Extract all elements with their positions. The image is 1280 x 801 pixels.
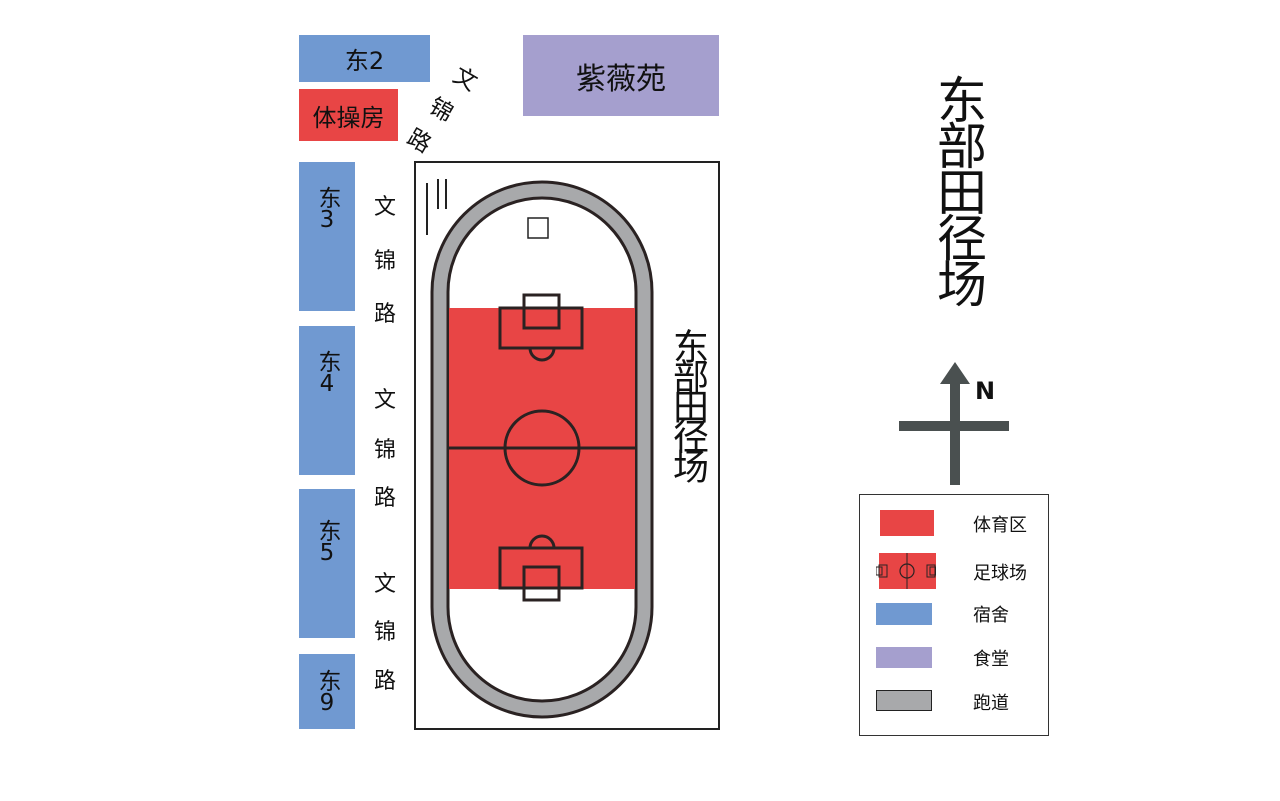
building-dong3: 东3 bbox=[299, 162, 355, 311]
legend: 体育区 足球场 宿舍 食堂 跑道 bbox=[859, 494, 1049, 736]
building-gym: 体操房 bbox=[299, 89, 398, 141]
legend-swatch-canteen bbox=[876, 647, 932, 668]
building-dong2: 东2 bbox=[299, 35, 430, 82]
road-label-1-char-3: 路 bbox=[374, 302, 397, 327]
page-title: 东部田径场 bbox=[929, 74, 987, 304]
building-dong5: 东5 bbox=[299, 489, 355, 638]
building-canteen-label: 紫薇苑 bbox=[576, 61, 666, 97]
road-diagonal-char-3: 路 bbox=[402, 124, 436, 159]
building-dong9-label: 东9 bbox=[314, 669, 340, 714]
legend-label-dorm: 宿舍 bbox=[973, 605, 1009, 626]
building-dong9: 东9 bbox=[299, 654, 355, 729]
building-dong2-label: 东2 bbox=[344, 47, 385, 75]
building-gym-label: 体操房 bbox=[312, 103, 385, 132]
stadium-map bbox=[414, 161, 720, 730]
road-diagonal-char-2: 锦 bbox=[424, 93, 458, 128]
legend-swatch-football-field bbox=[876, 553, 936, 589]
penalty-arc-top bbox=[528, 347, 556, 362]
legend-label-track: 跑道 bbox=[973, 693, 1009, 714]
road-label-1-char-2: 锦 bbox=[374, 249, 397, 274]
legend-swatch-track bbox=[876, 690, 932, 711]
road-label-2-char-1: 文 bbox=[374, 388, 397, 413]
building-dong4-label: 东4 bbox=[314, 350, 340, 395]
center-circle bbox=[503, 409, 581, 487]
road-label-3-char-3: 路 bbox=[374, 669, 397, 694]
building-dong5-label: 东5 bbox=[314, 519, 340, 564]
road-label-3-char-1: 文 bbox=[374, 572, 397, 597]
legend-swatch-sports-area bbox=[880, 510, 934, 536]
goal-box-bottom bbox=[522, 565, 561, 602]
building-dong3-label: 东3 bbox=[314, 186, 340, 231]
road-label-3-char-2: 锦 bbox=[374, 620, 397, 645]
legend-label-football-field: 足球场 bbox=[973, 563, 1027, 584]
legend-label-sports-area: 体育区 bbox=[973, 515, 1027, 536]
penalty-box-bottom bbox=[498, 546, 584, 590]
small-square-marker bbox=[527, 217, 549, 239]
goal-box-top bbox=[522, 293, 561, 330]
building-dong4: 东4 bbox=[299, 326, 355, 475]
road-diagonal-char-1: 文 bbox=[448, 62, 482, 97]
legend-swatch-dorm bbox=[876, 603, 932, 625]
compass-crossbar bbox=[899, 421, 1009, 431]
field-label: 东部田径场 bbox=[667, 328, 708, 478]
road-label-1-char-1: 文 bbox=[374, 195, 397, 220]
building-canteen: 紫薇苑 bbox=[523, 35, 719, 116]
road-label-2-char-3: 路 bbox=[374, 486, 397, 511]
penalty-arc-bottom bbox=[528, 534, 556, 549]
compass bbox=[899, 362, 1009, 485]
compass-north-label: N bbox=[975, 377, 996, 405]
road-label-2-char-2: 锦 bbox=[374, 438, 397, 463]
legend-label-canteen: 食堂 bbox=[973, 649, 1009, 670]
penalty-box-top bbox=[498, 306, 584, 350]
